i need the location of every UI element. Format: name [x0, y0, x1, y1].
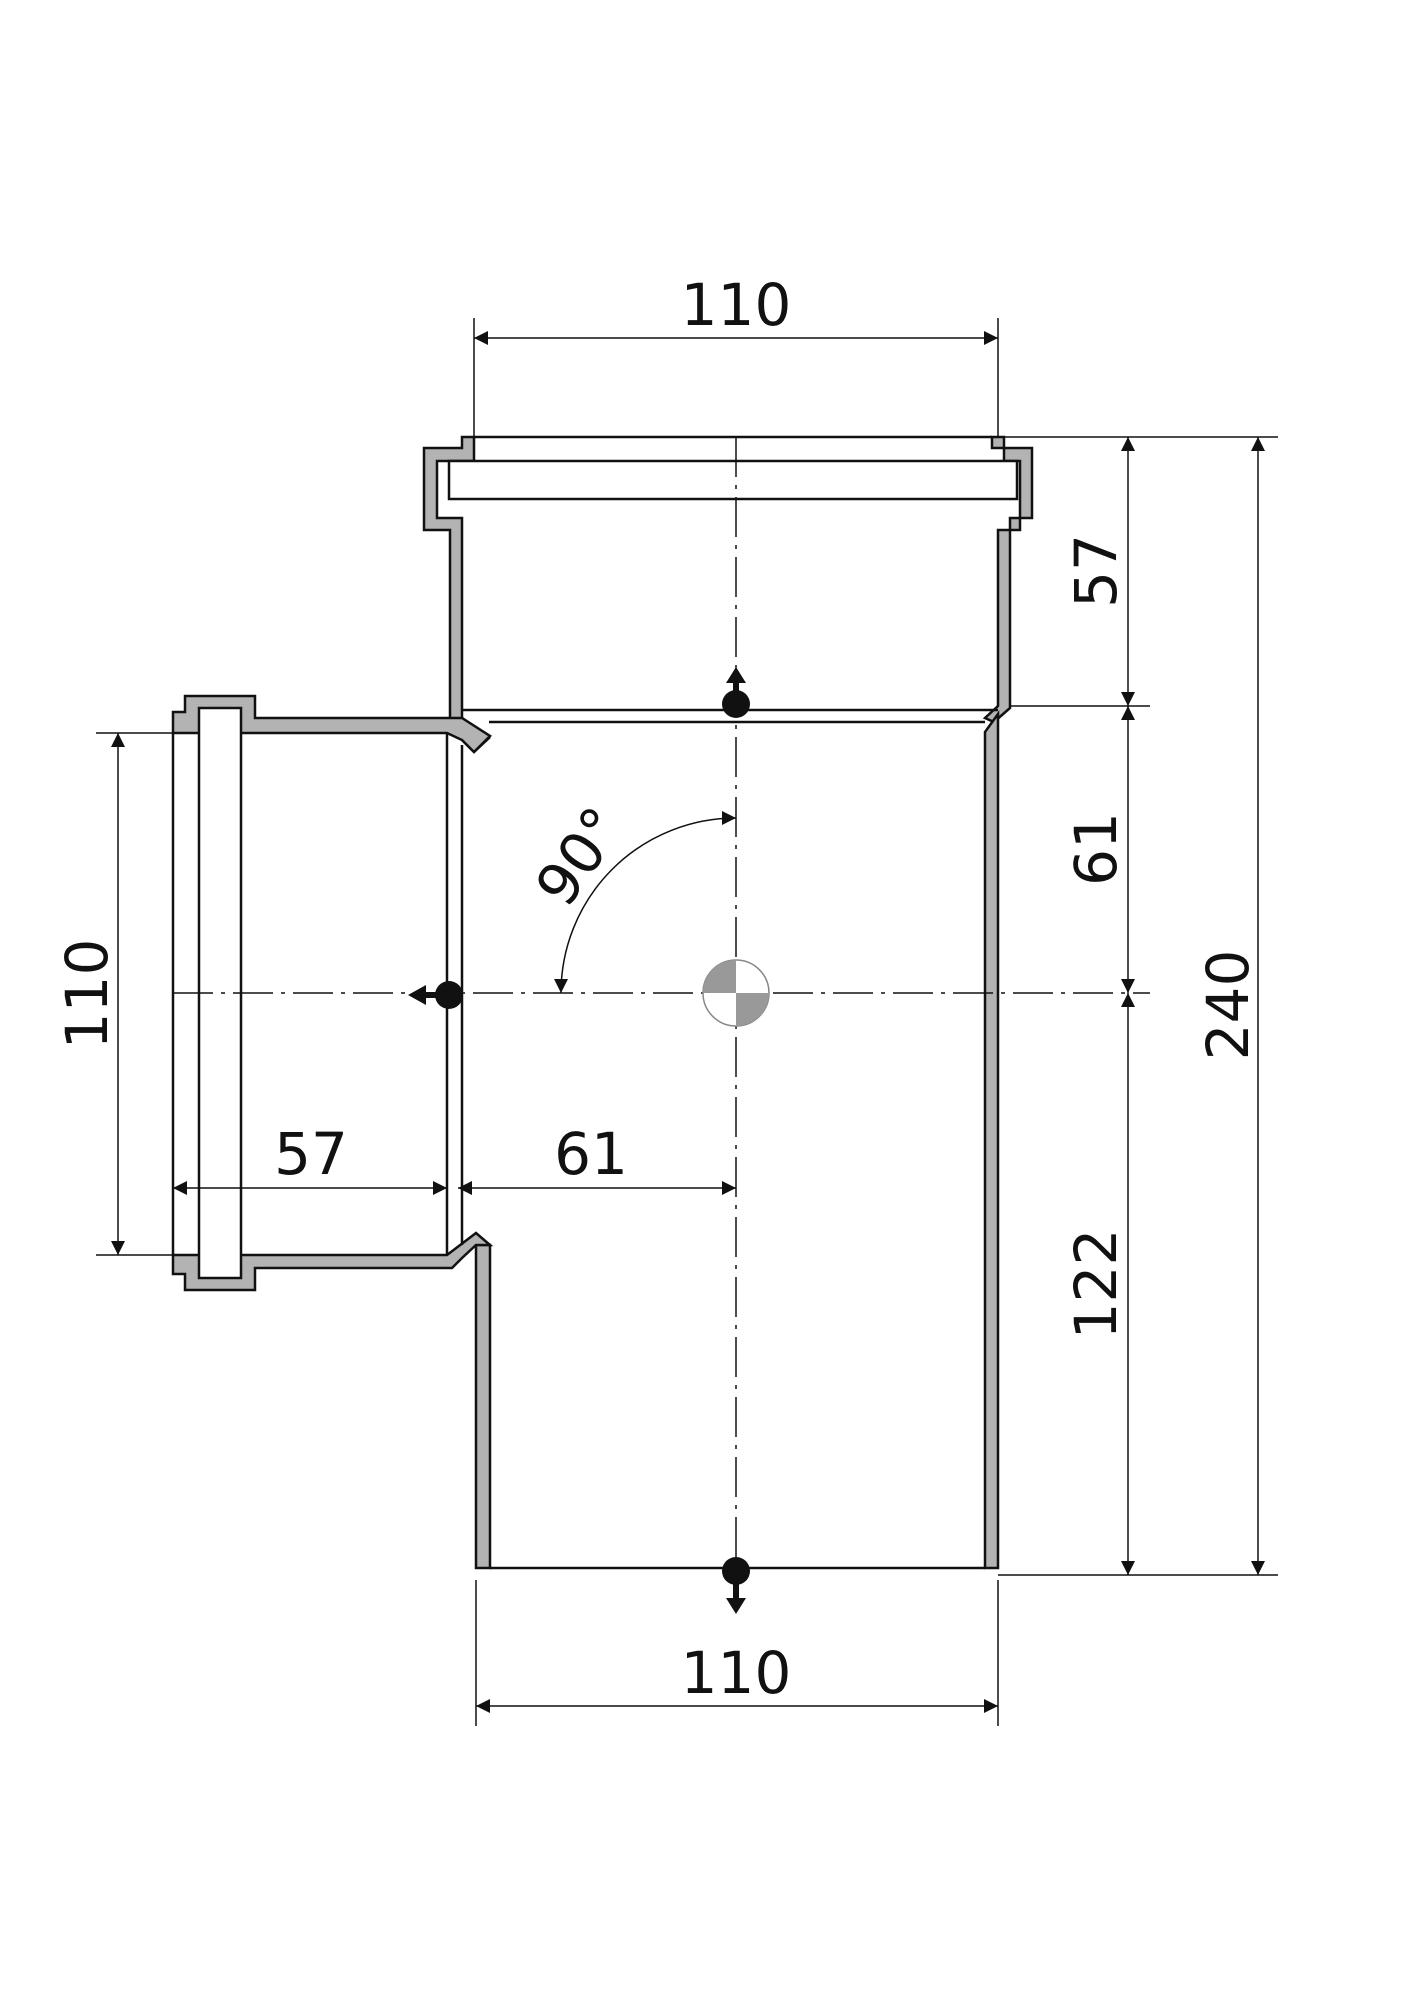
flow-arrow-down-icon: [722, 1557, 750, 1614]
dim-right-socket-to-axis: 61: [1062, 812, 1130, 886]
dim-bottom-width: 110: [681, 1639, 792, 1707]
flow-arrow-up-icon: [722, 667, 750, 718]
dim-overall-height: 240: [1194, 950, 1262, 1061]
dim-left-height: 110: [53, 939, 121, 1050]
branch-top-wall: [171, 694, 492, 754]
dim-branch-to-axis: 61: [554, 1120, 628, 1188]
main-right-wall: [983, 710, 1000, 1570]
dim-angle: 90°: [522, 795, 637, 918]
flow-arrow-left-icon: [408, 981, 463, 1009]
angle-arc: [554, 811, 737, 994]
dimension-lines: [111, 331, 1265, 1713]
branch-bottom-wall: [171, 1231, 494, 1292]
main-left-wall: [474, 1243, 492, 1570]
center-mark-icon: [702, 959, 770, 1027]
top-seal-ring: [447, 459, 1019, 501]
dim-right-axis-to-bottom: 122: [1062, 1229, 1130, 1340]
pipe-body: [171, 435, 1034, 1570]
dim-top-width: 110: [681, 271, 792, 339]
extension-lines: [96, 318, 1278, 1726]
dim-right-socket-depth: 57: [1062, 534, 1130, 608]
dim-branch-socket-depth: 57: [274, 1120, 348, 1188]
